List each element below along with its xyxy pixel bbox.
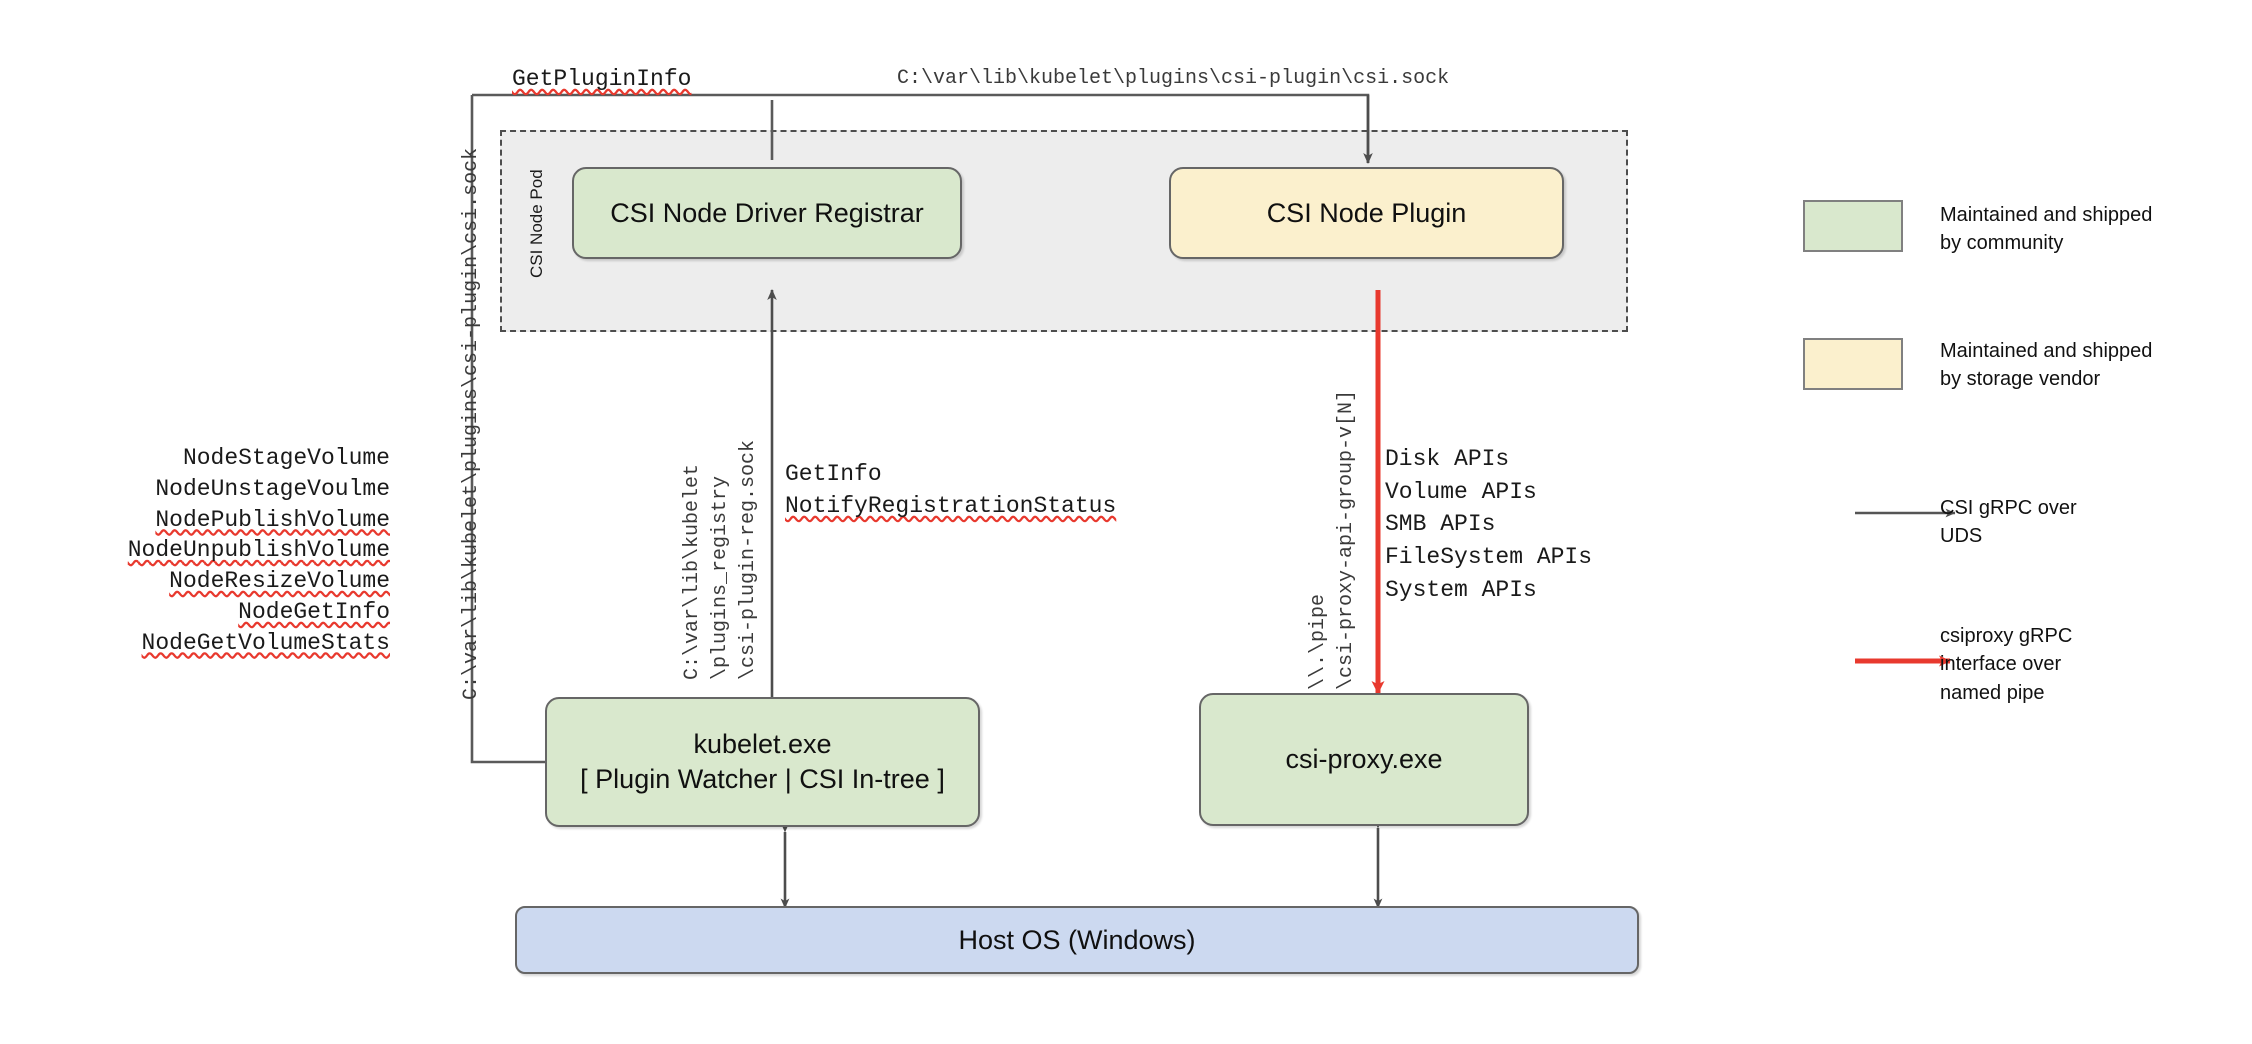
label-plugin-registry-path-line2: \plugins_registry bbox=[709, 475, 732, 680]
label-named-pipe-line2: \csi-proxy-api-group-v[N] bbox=[1335, 389, 1358, 690]
legend-text-community: Maintained and shipped by community bbox=[1940, 204, 2153, 255]
node-csi-proxy-exe[interactable]: csi-proxy.exe bbox=[1199, 693, 1529, 826]
csi-node-api-item: NodeUnpublishVolume bbox=[127, 537, 390, 564]
csi-node-api-item: NodeResizeVolume bbox=[169, 568, 390, 595]
csi-proxy-api-item: Disk APIs bbox=[1385, 446, 1510, 472]
node-host-os[interactable]: Host OS (Windows) bbox=[515, 906, 1639, 974]
node-label-line2: [ Plugin Watcher | CSI In-tree ] bbox=[580, 764, 945, 794]
csi-node-api-item: NodeGetVolumeStats bbox=[141, 629, 390, 656]
csi-proxy-api-item: SMB APIs bbox=[1385, 511, 1496, 538]
node-label: CSI Node Plugin bbox=[1266, 197, 1467, 228]
csi-proxy-api-item: FileSystem APIs bbox=[1385, 543, 1593, 570]
node-kubelet-exe[interactable]: kubelet.exe [ Plugin Watcher | CSI In-tr… bbox=[545, 697, 980, 827]
csi-proxy-api-item: System APIs bbox=[1385, 576, 1537, 603]
node-label: CSI Node Driver Registrar bbox=[610, 197, 924, 228]
csi-node-api-item: NodeGetInfo bbox=[238, 599, 390, 626]
legend-swatch-vendor bbox=[1803, 338, 1903, 390]
csi-node-api-item: NodePublishVolume bbox=[155, 506, 390, 533]
label-csi-sock-path-vertical: C:\var\lib\kubelet\plugins\csi-plugin\cs… bbox=[460, 147, 483, 700]
node-label: Host OS (Windows) bbox=[958, 924, 1196, 955]
legend-text-vendor: Maintained and shipped by storage vendor bbox=[1940, 340, 2153, 391]
csi-node-api-item: NodeUnstageVoulme bbox=[155, 475, 390, 502]
label-plugin-registry-path-line3: \csi-plugin-reg.sock bbox=[737, 439, 760, 680]
label-getplugininfo: GetPluginInfo bbox=[512, 66, 692, 92]
label-csi-sock-path: C:\var\lib\kubelet\plugins\csi-plugin\cs… bbox=[897, 67, 1450, 90]
csi-node-pod-label: CSI Node Pod bbox=[527, 169, 546, 278]
label-getinfo: GetInfo bbox=[785, 461, 882, 487]
csi-node-api-item: NodeStageVolume bbox=[182, 445, 390, 471]
node-csi-node-plugin[interactable]: CSI Node Plugin bbox=[1169, 167, 1564, 259]
legend-text-csi-grpc-uds: CSI gRPC over UDS bbox=[1940, 497, 2077, 548]
label-notifyregistrationstatus: NotifyRegistrationStatus bbox=[785, 493, 1117, 519]
node-csi-node-driver-registrar[interactable]: CSI Node Driver Registrar bbox=[572, 167, 962, 259]
legend-swatch-community bbox=[1803, 200, 1903, 252]
csi-proxy-api-item: Volume APIs bbox=[1385, 478, 1537, 505]
node-label: csi-proxy.exe bbox=[1285, 744, 1443, 775]
node-label-line1: kubelet.exe bbox=[693, 729, 832, 760]
label-plugin-registry-path-line1: C:\var\lib\kubelet bbox=[681, 463, 704, 680]
label-named-pipe-line1: \\.\pipe bbox=[1307, 593, 1330, 690]
legend-text-csiproxy-grpc-pipe: csiproxy gRPC interface over named pipe bbox=[1940, 625, 2073, 704]
